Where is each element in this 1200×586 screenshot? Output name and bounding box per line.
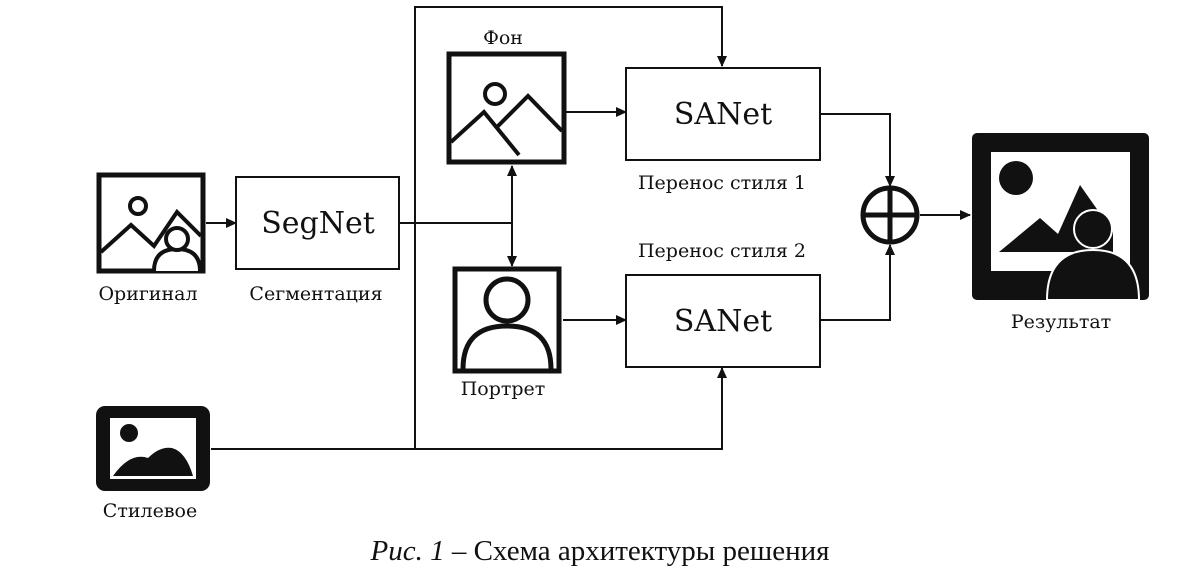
sanet-bottom-label: SANet bbox=[674, 304, 772, 339]
result-label: Результат bbox=[1011, 311, 1111, 333]
background-image: Фон bbox=[446, 27, 567, 165]
person-icon bbox=[452, 266, 562, 374]
figure-caption-text: – Схема архитектуры решения bbox=[445, 535, 830, 567]
circled-plus-icon bbox=[860, 185, 920, 245]
segnet-label: SegNet bbox=[261, 206, 375, 241]
segnet-node: SegNet Сегментация bbox=[235, 176, 400, 305]
figure-caption-prefix: Рис. 1 bbox=[370, 535, 445, 567]
sanet-top-caption: Перенос стиля 1 bbox=[638, 172, 806, 194]
background-label: Фон bbox=[483, 27, 523, 49]
segnet-caption: Сегментация bbox=[249, 283, 382, 305]
sanet-top-node: SANet Перенос стиля 1 bbox=[625, 67, 821, 194]
result-image: Результат bbox=[972, 133, 1149, 333]
style-label: Стилевое bbox=[103, 500, 197, 522]
arrow-sanet-top-to-combine bbox=[821, 113, 895, 187]
portrait-image: Портрет bbox=[452, 266, 562, 400]
sanet-bottom-caption: Перенос стиля 2 bbox=[638, 240, 806, 262]
original-image: Оригинал bbox=[96, 172, 206, 305]
figure-caption: Рис. 1 – Схема архитектуры решения bbox=[370, 535, 830, 567]
landscape-filled-icon bbox=[96, 406, 210, 491]
landscape-person-filled-icon bbox=[972, 133, 1149, 301]
landscape-icon bbox=[446, 51, 567, 165]
connectors bbox=[206, 6, 971, 450]
sanet-top-label: SANet bbox=[674, 97, 772, 132]
arrow-style-to-sanet-top bbox=[211, 6, 727, 450]
arrow-style-to-sanet-bottom bbox=[415, 367, 727, 450]
portrait-label: Портрет bbox=[461, 378, 546, 400]
style-image: Стилевое bbox=[96, 406, 210, 522]
arrow-sanet-bottom-to-combine bbox=[821, 244, 895, 321]
landscape-person-icon bbox=[96, 172, 206, 274]
original-label: Оригинал bbox=[98, 283, 197, 305]
sanet-bottom-node: Перенос стиля 2 SANet bbox=[625, 240, 821, 368]
